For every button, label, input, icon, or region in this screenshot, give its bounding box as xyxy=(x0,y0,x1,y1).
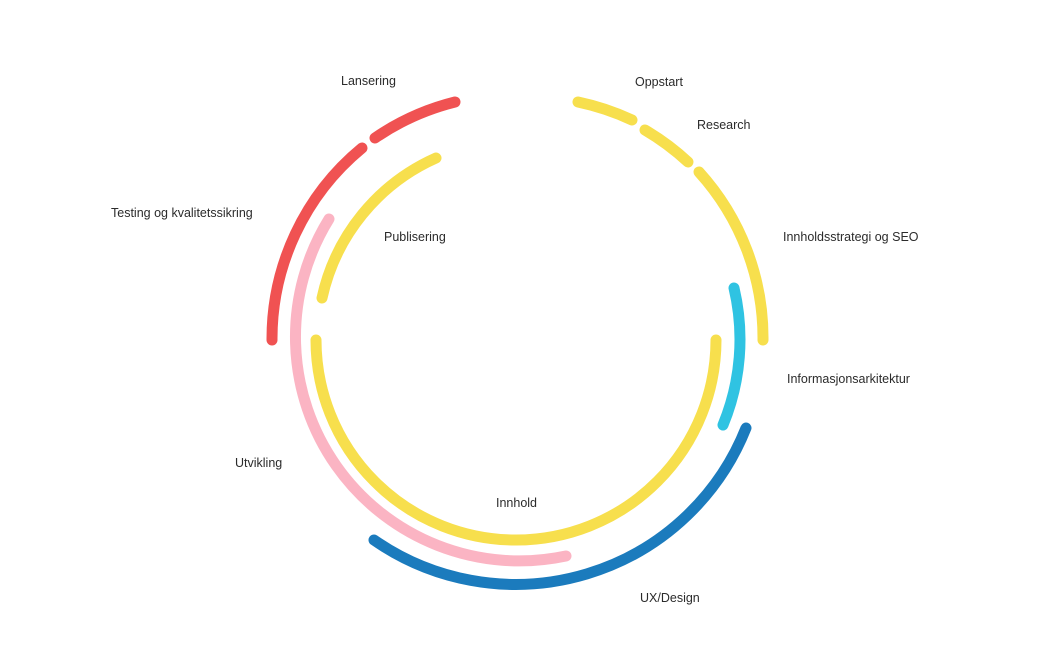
innholdsstrategi-arc xyxy=(693,166,769,346)
research-label: Research xyxy=(697,118,751,132)
lansering-label: Lansering xyxy=(341,74,396,88)
testing-label: Testing og kvalitetssikring xyxy=(111,206,253,220)
informasjonsarkitektur-arc xyxy=(717,282,746,431)
utvikling-label: Utvikling xyxy=(235,456,282,470)
informasjonsarkitektur-label: Informasjonsarkitektur xyxy=(787,372,910,386)
testing-arc xyxy=(266,142,368,346)
ux-design-label: UX/Design xyxy=(640,591,700,605)
utvikling-arc xyxy=(289,213,572,567)
oppstart-label: Oppstart xyxy=(635,75,683,89)
publisering-label: Publisering xyxy=(384,230,446,244)
innhold-arc xyxy=(310,334,722,546)
publisering-arc xyxy=(316,152,442,304)
innhold-label: Innhold xyxy=(496,496,537,510)
ux-design-arc xyxy=(368,422,752,590)
research-arc xyxy=(639,124,694,168)
innholdsstrategi-label: Innholdsstrategi og SEO xyxy=(783,230,919,244)
oppstart-arc xyxy=(572,96,638,126)
lansering-arc xyxy=(369,96,461,144)
